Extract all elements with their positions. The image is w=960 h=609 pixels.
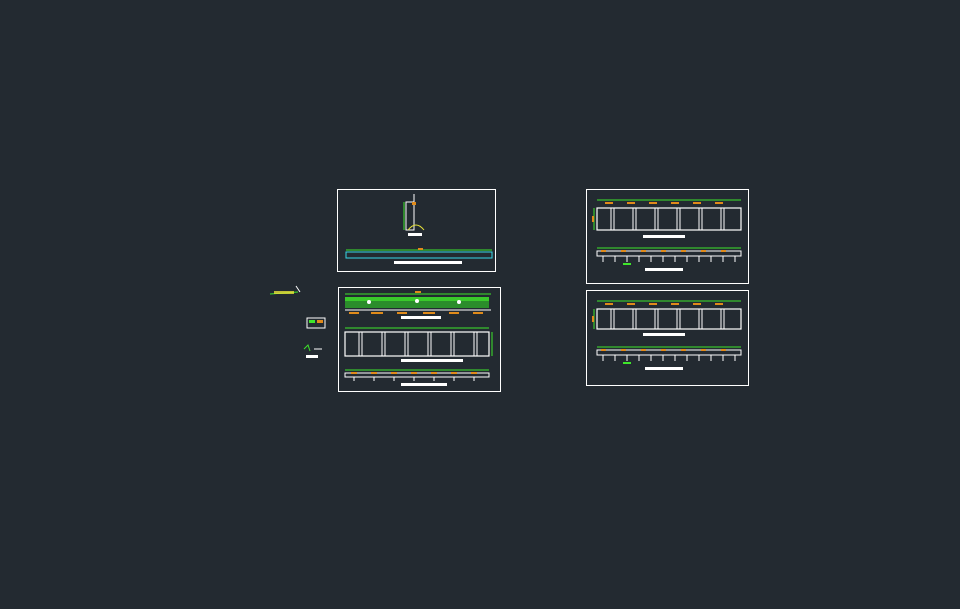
foundation-title-bar: [645, 367, 683, 370]
foundation-labels: [601, 250, 726, 252]
planting-labels: [349, 312, 483, 314]
panel-elevation-outline: [596, 207, 742, 231]
fragment-2-mark-b: [317, 320, 323, 323]
panel-title-bar: [401, 359, 463, 362]
panel-divisions: [358, 332, 478, 356]
fragment-3-title-bar: [306, 355, 318, 358]
panel-title-bar: [643, 333, 685, 336]
panel-divisions: [610, 208, 725, 230]
foundation-labels: [601, 349, 726, 351]
elevation-dimension-label: [418, 248, 423, 250]
drawing-sheet-4[interactable]: [586, 290, 749, 386]
foundation-footings: [602, 355, 736, 361]
drawing-sheet-1[interactable]: [337, 189, 496, 272]
planting-title-bar: [401, 316, 441, 319]
fragment-1-fill: [274, 291, 294, 294]
section-curve-mark: [407, 224, 425, 231]
sheet-1-graphics: [345, 194, 493, 264]
panel-elevation-outline: [344, 331, 490, 357]
section-title-bar: [408, 233, 422, 236]
panel-height-label: [592, 316, 594, 322]
foundation-note-mark: [623, 362, 631, 364]
planting-marker-3: [457, 300, 461, 304]
sheet-3-graphics: [592, 199, 742, 271]
foundation-title-bar: [401, 383, 447, 386]
wall-section-outline: [405, 201, 415, 231]
elevation-title-bar: [394, 261, 462, 264]
planting-marker-2: [415, 299, 419, 303]
fragment-2-frame: [306, 317, 326, 329]
drawing-sheet-2[interactable]: [338, 287, 501, 392]
panel-height-label: [592, 216, 594, 222]
fragment-3-symbol: [303, 344, 311, 352]
elevation-strip: [345, 251, 493, 259]
planting-dimension-label: [415, 291, 421, 293]
section-label-mark: [412, 202, 416, 205]
sheet-2-graphics: [344, 291, 493, 386]
sheet-4-graphics: [592, 300, 742, 370]
foundation-note-mark: [623, 263, 631, 265]
panel-dimension-labels: [605, 303, 723, 305]
detail-fragment-3[interactable]: [300, 343, 326, 363]
drawing-sheet-3[interactable]: [586, 189, 749, 284]
detail-fragment-2[interactable]: [304, 315, 328, 331]
planting-marker-1: [367, 300, 371, 304]
foundation-strip: [596, 349, 742, 356]
foundation-strip: [596, 250, 742, 257]
planting-hedge-body: [345, 301, 489, 308]
panel-elevation-outline: [596, 308, 742, 330]
fragment-2-mark-a: [309, 320, 315, 323]
foundation-labels: [351, 372, 477, 374]
detail-fragment-1[interactable]: [268, 282, 304, 298]
foundation-footings: [353, 377, 475, 381]
panel-divisions: [610, 309, 725, 329]
foundation-title-bar: [645, 268, 683, 271]
foundation-footings: [602, 256, 736, 262]
fragment-1-leader: [295, 285, 301, 293]
panel-title-bar: [643, 235, 685, 238]
panel-dimension-labels: [605, 202, 723, 204]
